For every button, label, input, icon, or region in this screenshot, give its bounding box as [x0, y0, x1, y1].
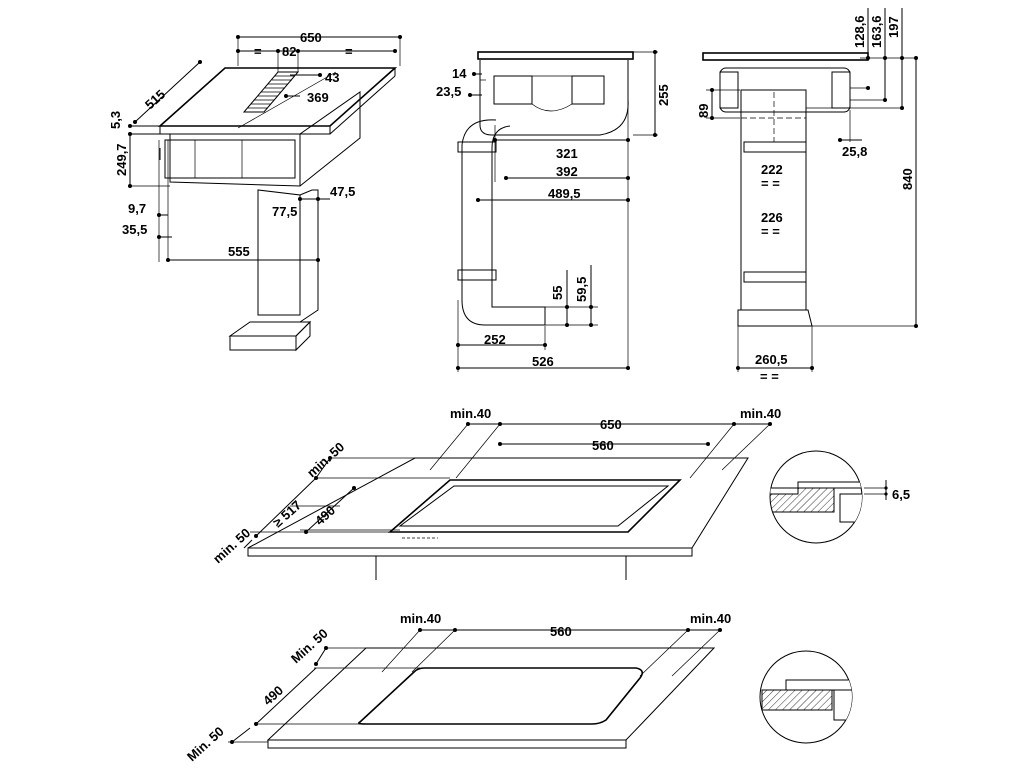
dim-650-cutout: 650: [600, 417, 622, 432]
dim-560-cutout-2: 560: [550, 624, 572, 639]
cutout-rebate: [387, 479, 682, 533]
dim-23-5: 23,5: [436, 84, 461, 99]
dim-650: 650: [300, 30, 322, 45]
dim-163-6: 163,6: [869, 15, 884, 48]
dim-252: 252: [484, 332, 506, 347]
dim-eq-a: =: [254, 44, 262, 59]
hob-perspective-view: 650 = 82 = 515 43 369 5,3 249,7 47,5 77,…: [108, 30, 402, 352]
dim-197: 197: [886, 16, 901, 38]
cutout-standard-view: min.40 560 min.40 Min. 50 490 Min. 50: [184, 611, 853, 765]
dim-eq-226: = =: [761, 224, 780, 239]
dim-260-5: 260,5: [755, 352, 788, 367]
dim-321: 321: [556, 146, 578, 161]
dim-222: 222: [761, 162, 783, 177]
dim-min50-top: min. 50: [304, 439, 347, 480]
cutout-flush-view: min.40 650 min.40 560 min. 50 ≥ 517 490 …: [210, 406, 910, 580]
dim-489-5: 489,5: [548, 186, 581, 201]
rebate-detail-circle: [769, 450, 888, 544]
dim-89: 89: [696, 104, 711, 118]
front-section-view: 128,6 163,6 197 89 25,8 222 = = 226 = = …: [696, 8, 918, 384]
dim-55: 55: [550, 286, 565, 300]
dim-5-3: 5,3: [108, 111, 123, 129]
dim-517: ≥ 517: [270, 497, 304, 530]
dim-555: 555: [228, 244, 250, 259]
dim-59-5: 59,5: [574, 277, 589, 302]
worktop-line: [477, 51, 634, 60]
duct-front: [740, 89, 807, 311]
dim-min40-right: min.40: [740, 406, 781, 421]
dim-min40-left-2: min.40: [400, 611, 441, 626]
dim-35-5: 35,5: [122, 222, 147, 237]
dim-82: 82: [282, 44, 296, 59]
dim-392: 392: [556, 164, 578, 179]
dim-6-5: 6,5: [892, 487, 910, 502]
dim-249-7: 249,7: [114, 143, 129, 176]
dim-min40-right-2: min.40: [690, 611, 731, 626]
dim-560-cutout: 560: [592, 438, 614, 453]
duct-curve: [461, 119, 546, 326]
dim-43: 43: [325, 70, 339, 85]
cutout-opening: [398, 485, 670, 527]
fan-motor-housing: [164, 139, 296, 179]
dim-490-b: 490: [260, 683, 286, 709]
dim-min50-top-2: Min. 50: [288, 626, 331, 667]
worktop-surface-2: [266, 647, 716, 741]
dim-14: 14: [452, 66, 467, 81]
dim-47-5: 47,5: [330, 184, 355, 199]
dim-369: 369: [307, 90, 329, 105]
dim-77-5: 77,5: [272, 204, 297, 219]
dim-255: 255: [656, 84, 671, 106]
dim-226: 226: [761, 210, 783, 225]
side-section-view: 14 23,5 255 321 392 489,5 55 59,5 252 52…: [436, 50, 671, 372]
dim-eq-260: = =: [760, 369, 779, 384]
dim-526: 526: [532, 354, 554, 369]
dim-min40-left: min.40: [450, 406, 491, 421]
dim-515: 515: [142, 87, 168, 113]
dim-128-6: 128,6: [852, 15, 867, 48]
cutout-opening-2: [358, 667, 644, 725]
dim-eq-222: = =: [761, 176, 780, 191]
flat-detail-circle: [759, 650, 853, 744]
dim-25-8: 25,8: [842, 144, 867, 159]
dim-9-7: 9,7: [128, 201, 146, 216]
worktop-front: [702, 52, 869, 61]
dim-840: 840: [900, 168, 915, 190]
vertical-duct: [257, 189, 301, 316]
dim-min50-bottom-2: Min. 50: [184, 724, 227, 765]
dim-eq-b: =: [345, 44, 353, 59]
